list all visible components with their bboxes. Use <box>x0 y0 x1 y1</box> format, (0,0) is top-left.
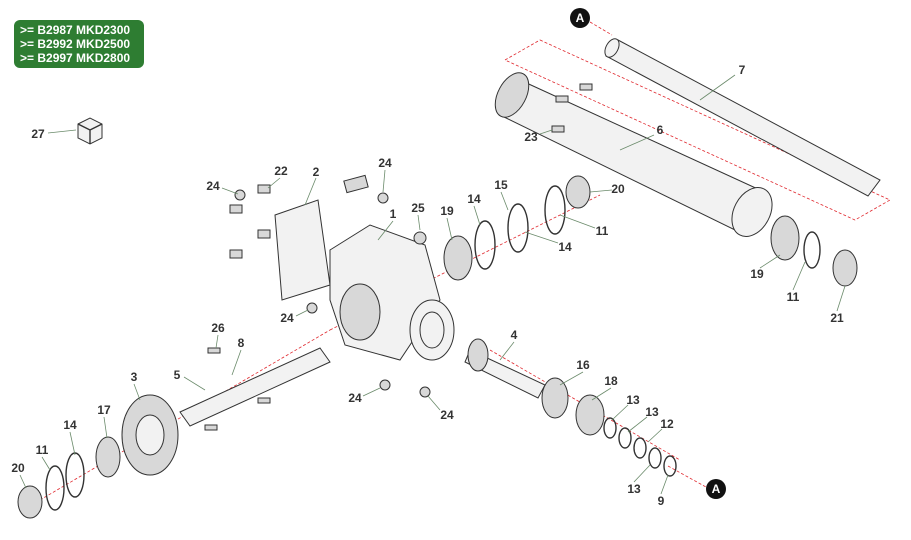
label-25: 25 <box>411 201 425 215</box>
connector-a-bottom: A <box>706 479 726 499</box>
label-14: 14 <box>467 192 481 206</box>
part-24-plugs <box>234 189 431 398</box>
label-13: 13 <box>645 405 659 419</box>
label-11: 11 <box>36 443 49 457</box>
label-24: 24 <box>206 179 220 193</box>
label-22: 22 <box>274 164 288 178</box>
label-19: 19 <box>750 267 764 281</box>
label-3: 3 <box>131 370 138 384</box>
label-11: 11 <box>596 224 609 238</box>
part-3-bevel-gear <box>121 394 179 476</box>
label-15: 15 <box>494 178 508 192</box>
label-14: 14 <box>63 418 77 432</box>
connector-a-top: A <box>570 8 590 28</box>
label-1: 1 <box>390 207 397 221</box>
label-13: 13 <box>626 393 640 407</box>
label-24: 24 <box>440 408 454 422</box>
label-16: 16 <box>576 358 590 372</box>
label-4: 4 <box>511 328 518 342</box>
part-5-input-shaft <box>179 347 331 427</box>
left-bearing-rings <box>17 436 121 519</box>
part-6-tube <box>494 72 773 237</box>
label-24: 24 <box>378 156 392 170</box>
label-20: 20 <box>611 182 625 196</box>
label-17: 17 <box>97 403 111 417</box>
label-19: 19 <box>440 204 454 218</box>
label-23: 23 <box>524 130 538 144</box>
label-27: 27 <box>31 127 45 141</box>
label-8: 8 <box>238 336 245 350</box>
serial-range-2: >= B2992 MKD2500 <box>20 37 131 51</box>
part-4-pinion-shaft <box>464 338 546 399</box>
label-24: 24 <box>348 391 362 405</box>
svg-text:A: A <box>712 482 721 496</box>
label-2: 2 <box>313 165 320 179</box>
right-bearing-rings <box>443 175 858 287</box>
label-11: 11 <box>787 290 800 304</box>
part-22-bolts <box>229 184 271 259</box>
part-23-bolts <box>551 83 593 133</box>
serial-range-badge: >= B2987 MKD2300 >= B2992 MKD2500 >= B29… <box>14 20 144 68</box>
label-9: 9 <box>658 494 665 508</box>
leader-lines <box>19 74 846 495</box>
svg-text:A: A <box>576 11 585 25</box>
part-26-8-keys <box>204 347 271 431</box>
label-14: 14 <box>558 240 572 254</box>
part-number-labels: 27 24 22 2 24 1 25 19 14 15 14 11 20 7 6… <box>11 63 844 508</box>
label-13: 13 <box>627 482 641 496</box>
part-2-cover-plate <box>274 199 331 301</box>
label-18: 18 <box>604 374 618 388</box>
serial-range-1: >= B2987 MKD2300 <box>20 23 131 37</box>
part-27-cube <box>77 117 103 145</box>
lower-bearing-rings <box>541 377 677 477</box>
part-7-shaft <box>604 38 881 197</box>
label-5: 5 <box>174 368 181 382</box>
label-7: 7 <box>739 63 746 77</box>
label-24: 24 <box>280 311 294 325</box>
label-6: 6 <box>657 123 664 137</box>
serial-range-3: >= B2997 MKD2800 <box>20 51 131 65</box>
label-12: 12 <box>660 417 674 431</box>
label-20: 20 <box>11 461 25 475</box>
label-21: 21 <box>830 311 844 325</box>
part-1-gearbox-housing <box>329 174 455 361</box>
label-26: 26 <box>211 321 225 335</box>
